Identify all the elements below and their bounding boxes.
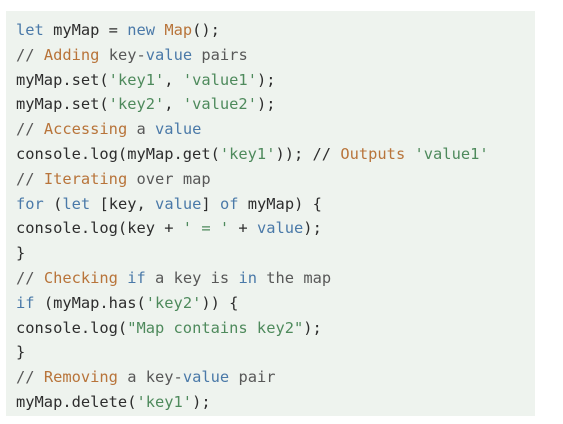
code-token: if bbox=[127, 268, 146, 287]
code-token: )) { bbox=[201, 293, 239, 312]
code-line: console.log(myMap.get('key1')); // Outpu… bbox=[16, 142, 535, 167]
code-token: Removing bbox=[43, 368, 118, 387]
code-token: value bbox=[256, 219, 304, 238]
code-token: Map bbox=[164, 21, 193, 39]
code-token: )); // bbox=[275, 144, 341, 163]
code-token: new bbox=[127, 21, 156, 39]
code-line: // Accessing a value bbox=[16, 117, 535, 142]
code-token: ); bbox=[256, 70, 276, 89]
code-token: } bbox=[16, 343, 26, 362]
code-token: , bbox=[164, 95, 183, 114]
code-token: } bbox=[16, 244, 26, 263]
code-token: // bbox=[16, 368, 44, 387]
code-line: myMap.set('key2', 'value2'); bbox=[16, 92, 535, 117]
code-line: for (let [key, value] of myMap) { bbox=[16, 192, 535, 217]
code-token: ); bbox=[192, 392, 211, 411]
code-token: Checking bbox=[43, 268, 118, 287]
code-token: (); bbox=[192, 21, 220, 39]
code-token: (myMap.has( bbox=[34, 293, 146, 312]
code-token: // bbox=[16, 45, 44, 64]
code-token: console.log(key + bbox=[16, 219, 183, 238]
code-token bbox=[405, 145, 414, 163]
code-token: [key, bbox=[90, 194, 156, 213]
code-token bbox=[118, 269, 127, 287]
code-token: value bbox=[182, 368, 230, 387]
code-token: ] bbox=[201, 194, 220, 213]
code-token: if bbox=[16, 293, 35, 312]
code-line: // Adding key-value pairs bbox=[16, 43, 535, 68]
code-token: // bbox=[16, 169, 44, 188]
code-line: // Removing a key-value pair bbox=[16, 365, 535, 390]
code-token: 'value2' bbox=[182, 95, 257, 114]
code-token: in bbox=[238, 268, 257, 287]
code-token: a bbox=[127, 120, 156, 139]
code-token: myMap.delete( bbox=[16, 392, 137, 411]
code-line: // Iterating over map bbox=[16, 167, 535, 192]
code-line: } bbox=[16, 241, 535, 266]
code-token: 'key2' bbox=[108, 95, 165, 114]
code-token: 'key1' bbox=[136, 392, 193, 411]
code-block: let myMap = new Map(); // Adding key-val… bbox=[6, 11, 535, 416]
code-line: // Checking if a key is in the map bbox=[16, 266, 535, 291]
code-token: , bbox=[164, 70, 183, 89]
code-token: key- bbox=[99, 45, 146, 64]
code-token: pair bbox=[229, 368, 276, 387]
code-token: let bbox=[16, 21, 44, 39]
code-token: for bbox=[16, 194, 44, 213]
code-token: the map bbox=[257, 268, 332, 287]
code-token: value bbox=[155, 120, 202, 139]
code-line: let myMap = new Map(); bbox=[16, 18, 535, 43]
code-line: } bbox=[16, 340, 535, 365]
code-token: ); bbox=[256, 95, 276, 114]
code-token: myMap = bbox=[43, 21, 128, 39]
code-line: console.log(key + ' = ' + value); bbox=[16, 216, 535, 241]
code-token: 'key1' bbox=[108, 70, 165, 89]
code-line: console.log("Map contains key2"); bbox=[16, 316, 535, 341]
code-token: a key- bbox=[117, 368, 183, 387]
code-token: 'key1' bbox=[219, 144, 276, 163]
code-token: myMap.set( bbox=[16, 95, 109, 114]
code-token: // bbox=[16, 268, 44, 287]
code-token: of bbox=[219, 194, 239, 213]
code-token bbox=[155, 21, 164, 39]
code-token: value bbox=[155, 194, 202, 213]
code-token: ' = ' bbox=[182, 219, 230, 238]
code-token: value bbox=[145, 45, 193, 64]
code-token: console.log( bbox=[16, 318, 128, 337]
code-token: Accessing bbox=[43, 120, 128, 139]
code-token: over map bbox=[127, 169, 211, 188]
code-token: myMap.set( bbox=[16, 70, 109, 89]
code-token: ( bbox=[43, 194, 63, 213]
code-line: if (myMap.has('key2')) { bbox=[16, 291, 535, 316]
code-token: Iterating bbox=[43, 169, 128, 188]
code-token: 'value1' bbox=[182, 70, 257, 89]
code-token: a key is bbox=[145, 268, 239, 287]
code-line: myMap.set('key1', 'value1'); bbox=[16, 68, 535, 93]
code-token: console.log(myMap.get( bbox=[16, 144, 220, 163]
code-token: pairs bbox=[192, 45, 248, 64]
code-token: // bbox=[16, 120, 44, 139]
code-token: ); bbox=[303, 318, 322, 337]
code-token: "Map contains key2" bbox=[127, 318, 304, 337]
code-token: 'value1' bbox=[414, 144, 489, 163]
code-line: myMap.delete('key1'); bbox=[16, 390, 535, 415]
code-token: let bbox=[62, 194, 91, 213]
code-token: + bbox=[229, 219, 257, 238]
code-token: 'key2' bbox=[145, 293, 202, 312]
code-token: Adding bbox=[43, 45, 100, 64]
code-token: myMap) { bbox=[238, 194, 322, 213]
code-token: ); bbox=[303, 219, 322, 238]
code-token: Outputs bbox=[340, 144, 406, 163]
